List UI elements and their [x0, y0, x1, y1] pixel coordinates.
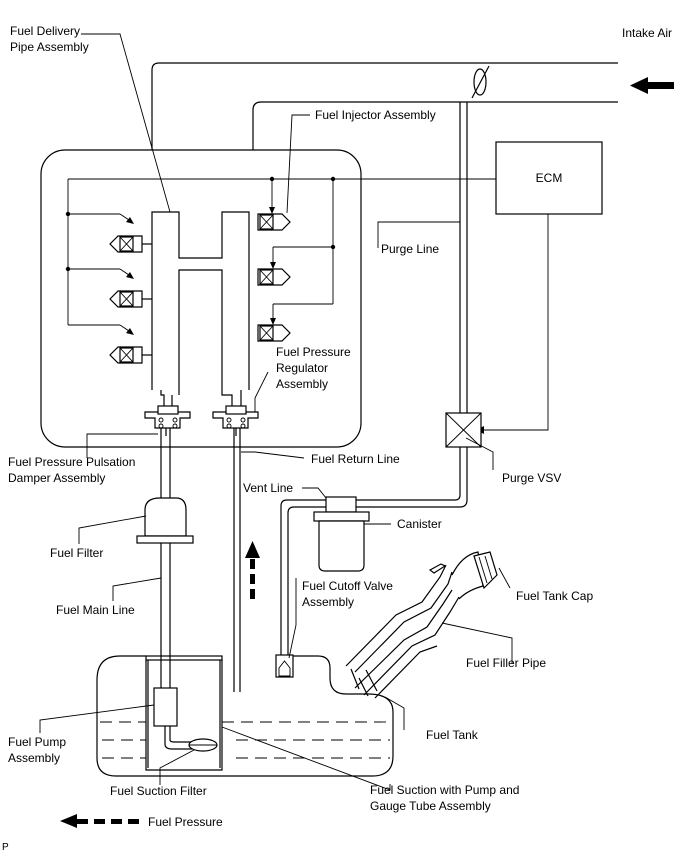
- vent-line: [280, 499, 326, 655]
- label-fuel-delivery-pipe-line1: Fuel Delivery: [10, 24, 80, 38]
- legend-fuel-pressure-arrow-icon: [60, 814, 139, 828]
- fuel-tank-cap: [473, 551, 498, 590]
- label-intake-air: Intake Air: [622, 26, 672, 40]
- label-legend-fuel-pressure: Fuel Pressure: [148, 815, 223, 829]
- label-fuel-suction-tube-line2: Gauge Tube Assembly: [370, 799, 491, 813]
- fuel-injector-left-1: [109, 235, 152, 253]
- fuel-delivery-pipe: [151, 211, 250, 406]
- label-purge-line: Purge Line: [381, 242, 439, 256]
- label-corner-mark: P: [2, 842, 9, 853]
- ecm-signal-wiring: [65, 176, 496, 335]
- fuel-main-line: [160, 428, 171, 688]
- intake-air-arrow-icon: [630, 77, 674, 94]
- label-fuel-delivery-pipe-line2: Pipe Assembly: [10, 40, 89, 54]
- label-fuel-cutoff-valve-line2: Assembly: [302, 595, 354, 609]
- throttle-valve: [471, 65, 490, 99]
- label-fuel-tank-cap: Fuel Tank Cap: [516, 589, 593, 603]
- fuel-injector-left-3: [109, 346, 152, 364]
- purge-vsv: [445, 412, 482, 448]
- fuel-injector-left-2: [109, 290, 152, 308]
- intake-air-duct: [151, 62, 618, 150]
- ecm-to-purge-vsv-wire: [476, 214, 549, 434]
- ecm-box: [495, 141, 603, 215]
- label-fuel-pressure-regulator-line2: Regulator: [276, 361, 328, 375]
- fuel-injector-right-2: [257, 268, 291, 286]
- label-vent-line: Vent Line: [243, 481, 293, 495]
- label-fuel-pump-line2: Assembly: [8, 751, 60, 765]
- fuel-tank-level-marks: [100, 721, 390, 759]
- engine-outline: [40, 149, 362, 448]
- label-pulsation-damper-line2: Damper Assembly: [8, 471, 105, 485]
- label-fuel-return-line: Fuel Return Line: [311, 452, 400, 466]
- label-fuel-tank: Fuel Tank: [426, 728, 479, 742]
- fuel-filter: [136, 497, 194, 544]
- fuel-pressure-pulsation-damper: [144, 405, 191, 436]
- fuel-pressure-regulator: [212, 405, 259, 436]
- label-fuel-main-line: Fuel Main Line: [56, 603, 135, 617]
- label-pulsation-damper-line1: Fuel Pressure Pulsation: [8, 455, 135, 469]
- canister: [313, 496, 370, 572]
- fuel-suction-filter: [164, 738, 218, 752]
- fuel-pressure-flow-arrow-icon: [245, 541, 260, 599]
- label-fuel-pressure-regulator-line3: Assembly: [276, 377, 328, 391]
- label-fuel-cutoff-valve-line1: Fuel Cutoff Valve: [302, 579, 393, 593]
- fuel-filler-pipe: [345, 551, 484, 699]
- label-ecm: ECM: [536, 171, 563, 185]
- label-fuel-filler-pipe: Fuel Filler Pipe: [466, 656, 546, 670]
- label-fuel-suction-tube-line1: Fuel Suction with Pump and: [370, 783, 519, 797]
- fuel-injector-right-3: [257, 324, 291, 342]
- label-fuel-pressure-regulator-line1: Fuel Pressure: [276, 345, 351, 359]
- label-purge-vsv: Purge VSV: [502, 471, 561, 485]
- fuel-tank-outline: [96, 655, 394, 777]
- fuel-pump: [153, 687, 178, 744]
- label-fuel-pump-line1: Fuel Pump: [8, 735, 66, 749]
- label-fuel-filter: Fuel Filter: [50, 546, 103, 560]
- fuel-suction-pump-gauge-assembly: [145, 655, 223, 771]
- label-canister: Canister: [397, 517, 442, 531]
- fuel-cutoff-valve: [275, 654, 294, 678]
- label-fuel-injector: Fuel Injector Assembly: [315, 108, 436, 122]
- label-fuel-suction-filter: Fuel Suction Filter: [110, 784, 207, 798]
- fuel-return-line: [233, 428, 241, 692]
- purge-line: [356, 102, 468, 508]
- fuel-injector-right-1: [257, 213, 291, 231]
- leader-lines: [39, 33, 513, 791]
